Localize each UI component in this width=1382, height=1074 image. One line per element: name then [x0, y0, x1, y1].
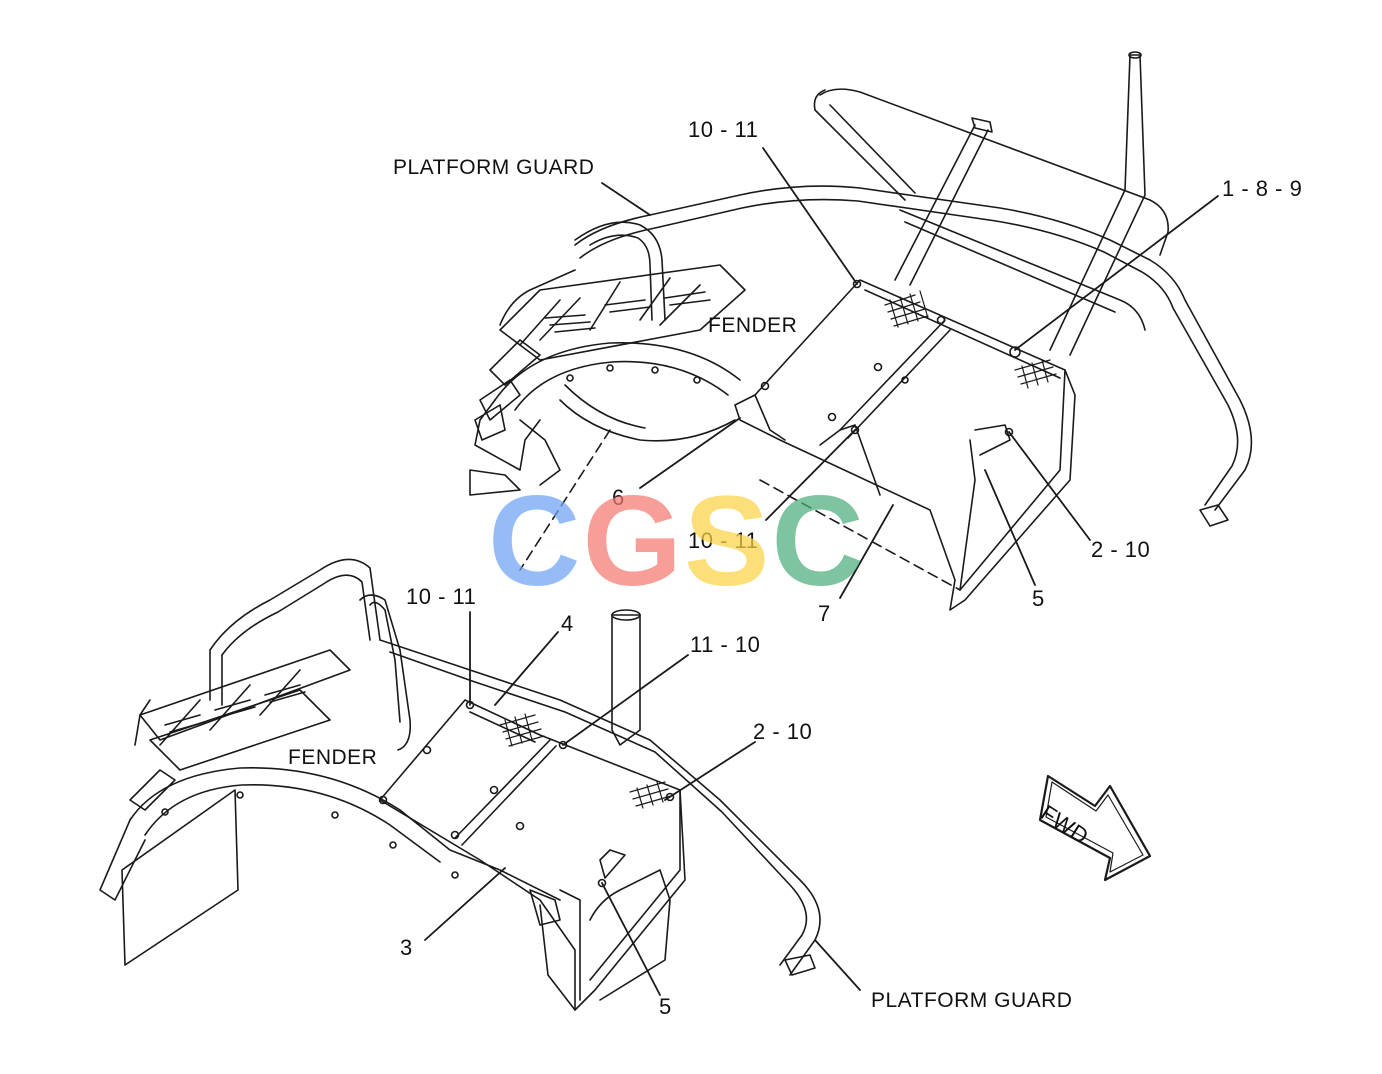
bottom-fender-arch	[129, 767, 561, 901]
bottom-platform-guard-rail	[379, 639, 821, 976]
callout-bottom-3: 3	[400, 935, 413, 960]
label-fender-top: FENDER	[708, 314, 798, 337]
callout-top-1-8-9: 1 - 8 - 9	[1222, 176, 1303, 201]
top-grille-2	[1014, 359, 1057, 389]
label-fender-bottom: FENDER	[288, 746, 378, 769]
callout-top-10-11-mid: 10 - 11	[688, 528, 759, 553]
label-platform-guard-bottom: PLATFORM GUARD	[871, 989, 1073, 1012]
label-platform-guard-top: PLATFORM GUARD	[393, 156, 595, 179]
callout-top-6: 6	[612, 485, 625, 510]
top-fender-arch	[494, 341, 741, 401]
watermark-letter-s: S	[684, 470, 772, 613]
top-steps	[474, 264, 746, 441]
top-assembly	[469, 51, 1253, 611]
callout-top-10-11: 10 - 11	[688, 117, 759, 142]
leader-lines	[424, 147, 1219, 996]
fwd-arrow-outline	[1038, 774, 1152, 882]
top-platform-guard-rail	[574, 185, 1253, 511]
bottom-grille-2	[629, 781, 672, 809]
bottom-vertical-post	[611, 614, 641, 746]
bottom-assembly	[99, 558, 821, 1011]
watermark-letter-c1: C	[488, 470, 583, 613]
callout-bottom-2-10: 2 - 10	[753, 719, 813, 744]
watermark-letter-c2: C	[771, 470, 866, 613]
callout-bottom-5: 5	[659, 994, 672, 1019]
callout-bottom-10-11: 10 - 11	[406, 584, 477, 609]
callout-bottom-11-10: 11 - 10	[690, 632, 761, 657]
watermark-letter-g: G	[582, 470, 684, 613]
top-grille-1	[884, 290, 929, 328]
bottom-steps	[129, 649, 351, 811]
top-rear-loop-rail	[819, 88, 1169, 256]
cgsc-watermark-logo: CGSC	[488, 478, 866, 606]
callout-top-2-10: 2 - 10	[1091, 537, 1151, 562]
callout-bottom-4: 4	[561, 611, 574, 636]
top-vertical-post	[1069, 54, 1146, 356]
bottom-grille-1	[499, 713, 545, 747]
callout-top-5: 5	[1032, 586, 1045, 611]
top-floor-plate	[734, 279, 1076, 611]
callout-top-7: 7	[818, 601, 831, 626]
bottom-rear-loop-rail	[209, 558, 381, 651]
bottom-mud-flap	[121, 789, 239, 966]
